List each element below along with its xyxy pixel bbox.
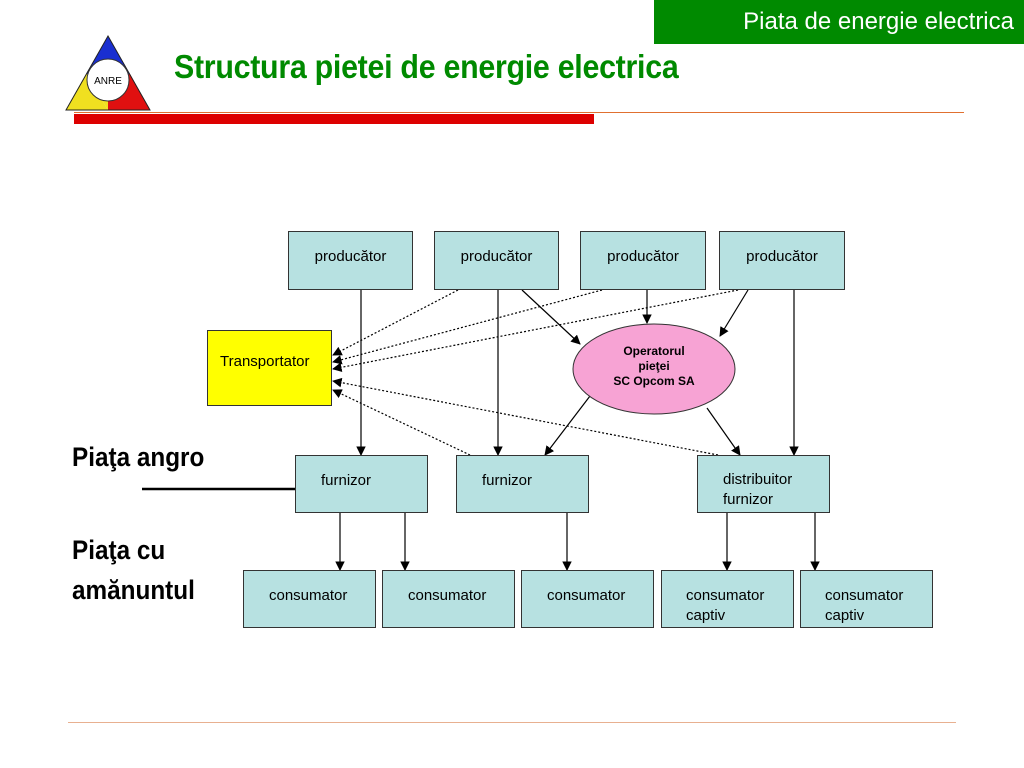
operator-ellipse [572, 323, 736, 415]
producer-box-4: producător [719, 231, 845, 290]
consumer-box-1: consumator [243, 570, 376, 628]
arrow-prod4-operator [719, 289, 749, 337]
producer-label: producător [746, 248, 818, 265]
producer-box-2: producător [434, 231, 559, 290]
consumer-line1: consumator [686, 587, 765, 604]
producer-label: producător [314, 248, 387, 265]
page-title: Structura pietei de energie electrica [174, 48, 679, 85]
operator-label: Operatorul pieţei SC Opcom SA [572, 344, 736, 389]
operator-line2: pieţei [638, 359, 670, 373]
transporter-box: Transportator [207, 330, 332, 406]
distributor-line1: distribuitor [723, 471, 793, 488]
arrow-prod2-operator [521, 289, 581, 345]
distributor-line2: furnizor [723, 491, 774, 508]
logo-text: ANRE [94, 76, 122, 87]
consumer-box-3: consumator [521, 570, 654, 628]
operator-line1: Operatorul [623, 344, 685, 358]
consumer-line1: consumator [825, 587, 904, 604]
dotted-furnizor2-transportator [332, 389, 471, 456]
producer-label: producător [607, 248, 679, 265]
supplier-box-2: furnizor [456, 455, 589, 513]
title-red-bar [74, 114, 594, 124]
arrow-operator-distribuitor [706, 407, 741, 456]
dotted-distribuitor-transportator [332, 377, 719, 456]
label-piata-cu: Piaţa cu [72, 535, 166, 565]
consumer-box-2: consumator [382, 570, 515, 628]
operator-line3: SC Opcom SA [613, 374, 695, 388]
producer-box-1: producător [288, 231, 413, 290]
label-amanuntul: amănuntul [72, 575, 195, 605]
consumer-line2: captiv [825, 607, 865, 624]
anre-logo: ANRE [65, 34, 151, 111]
consumer-line1: consumator [269, 587, 348, 604]
supplier-box-1: furnizor [295, 455, 428, 513]
title-underline [74, 112, 964, 113]
transporter-label: Transportator [220, 353, 310, 370]
logo-circle [86, 58, 130, 102]
footer-rule [68, 722, 956, 723]
supplier-label: furnizor [321, 472, 372, 489]
dotted-prod3-transportator [332, 289, 603, 365]
logo-left-segment [66, 74, 108, 110]
producer-box-3: producător [580, 231, 706, 290]
dotted-prod4-transportator [332, 289, 739, 373]
dotted-prod2-transportator [332, 289, 459, 356]
consumer-box-5: consumator captiv [800, 570, 933, 628]
label-piata-angro: Piaţa angro [72, 442, 205, 472]
consumer-line1: consumator [547, 587, 626, 604]
header-tag: Piata de energie electrica [654, 0, 1024, 44]
consumer-line1: consumator [408, 587, 487, 604]
supplier-label: furnizor [482, 472, 533, 489]
consumer-box-4: consumator captiv [661, 570, 794, 628]
consumer-line2: captiv [686, 607, 726, 624]
producer-label: producător [460, 248, 533, 265]
distributor-box: distribuitor furnizor [697, 455, 830, 513]
